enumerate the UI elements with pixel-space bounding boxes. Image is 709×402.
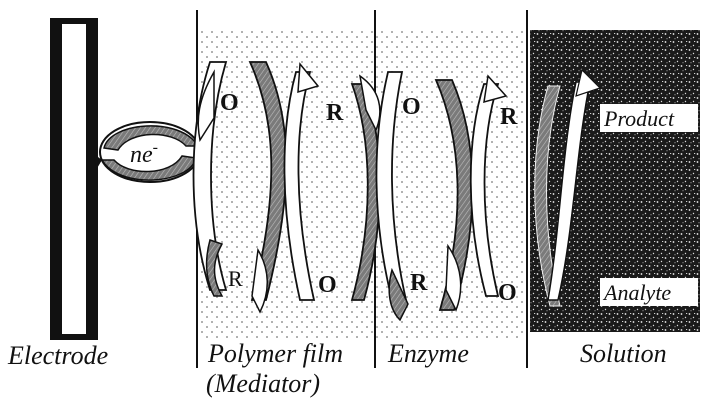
svg-text:Analyte: Analyte bbox=[602, 280, 671, 305]
enzyme-state-top-left: O bbox=[402, 94, 421, 120]
electrode-label: Electrode bbox=[7, 341, 108, 370]
mediator-state-top-left: O bbox=[220, 90, 239, 116]
analyte-tag: Analyte bbox=[600, 278, 698, 306]
mediator-state-bottom-right: O bbox=[318, 272, 337, 298]
enzyme-state-bottom-left: R bbox=[410, 270, 428, 296]
solution-label: Solution bbox=[580, 339, 667, 368]
product-tag: Product bbox=[600, 104, 698, 132]
svg-text:Product: Product bbox=[603, 106, 675, 131]
electrode bbox=[50, 18, 98, 340]
mediator-state-top-right: R bbox=[326, 100, 344, 126]
enzyme-state-bottom-right: O bbox=[498, 280, 517, 306]
polymer-film-label: Polymer film bbox=[207, 339, 343, 368]
enzyme-state-top-right: R bbox=[500, 104, 518, 130]
mediator-state-bottom-left: R bbox=[228, 266, 243, 291]
enzyme-label: Enzyme bbox=[387, 339, 469, 368]
mediator-label: (Mediator) bbox=[206, 369, 320, 398]
